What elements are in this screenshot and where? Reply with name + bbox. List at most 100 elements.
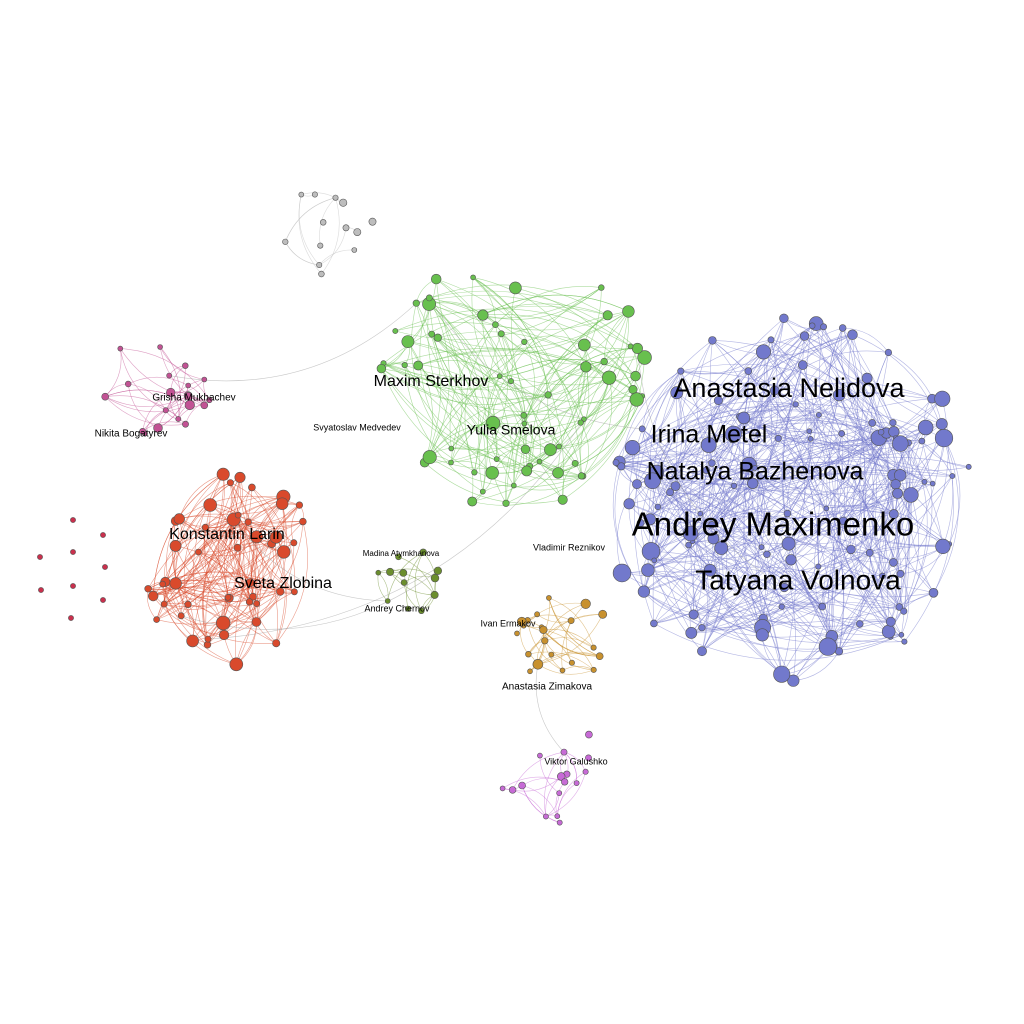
edge [713,538,891,623]
graph-node [467,496,478,507]
graph-node [502,499,510,507]
graph-node [747,477,759,490]
edge [528,651,594,671]
edge [128,383,167,411]
edge [175,519,234,584]
graph-node [521,338,528,346]
edge [557,366,590,474]
edge [142,421,186,432]
edge [224,487,253,599]
graph-node [556,443,562,450]
edge [157,385,189,429]
graph-node [556,790,563,796]
graph-node [470,274,476,281]
graph-node [651,557,658,564]
edge [817,378,868,652]
edge [774,390,890,632]
edge [748,394,840,465]
graph-node [949,473,956,479]
graph-node [395,553,402,561]
edge [381,368,549,405]
edge [395,308,631,347]
graph-node [541,637,549,645]
edge [427,303,493,474]
graph-node [755,628,769,642]
edge [104,348,122,397]
edge [473,277,587,367]
graph-node [773,665,791,683]
graph-node [698,624,706,632]
nodes-layer [37,191,972,826]
edge [256,543,274,604]
edge [539,755,560,794]
edge [742,339,782,607]
edge [431,311,629,349]
edge [565,620,573,663]
graph-node [808,322,816,329]
edge [781,493,898,675]
graph-node [556,819,563,826]
isolated-node [100,597,106,603]
edge [848,334,898,494]
edge [496,458,582,481]
edge [754,467,889,632]
edge [495,324,513,382]
edge [670,491,892,622]
edge [424,415,525,463]
graph-node [169,540,182,552]
edge [318,249,355,266]
edge [650,526,894,563]
graph-node [637,585,651,598]
edge [249,503,284,603]
edge [826,327,859,509]
edge [701,513,894,652]
graph-node [249,592,257,601]
graph-node [556,772,566,781]
graph-node [499,785,506,792]
graph-node [320,219,327,226]
graph-node [892,487,903,499]
edge [770,339,842,434]
label-andrey-maximenko: Andrey Maximenko [632,506,914,543]
graph-node [670,386,684,400]
edge [692,540,819,573]
graph-node [276,497,289,510]
graph-node [229,657,244,672]
graph-node [885,616,896,627]
graph-node [799,331,810,341]
graph-node [631,342,643,354]
graph-node [567,617,575,624]
edge [543,628,594,648]
graph-node [898,631,905,638]
graph-node [685,627,698,639]
edge [614,466,645,592]
label-natalya-bazhenova: Natalya Bazhenova [647,458,864,486]
edge [482,294,629,316]
edge [654,432,887,561]
edge [621,572,763,636]
graph-node [234,511,242,519]
graph-node [493,456,500,462]
graph-node [248,483,256,492]
graph-node [166,372,173,379]
graph-node [854,471,860,477]
graph-node [769,385,780,396]
graph-node [708,521,716,529]
graph-node [201,376,208,383]
graph-node [399,569,408,577]
graph-node [253,600,261,607]
edge [641,428,900,608]
graph-node [585,754,592,762]
graph-node [823,505,830,512]
graph-node [290,588,298,596]
edge [732,430,810,447]
edge [472,277,549,395]
edge [120,348,210,401]
graph-node [865,548,874,557]
graph-node [879,572,886,580]
graph-node [666,488,674,497]
graph-node [877,428,885,436]
edge [619,371,682,462]
edge [548,597,594,648]
graph-node [250,530,264,544]
